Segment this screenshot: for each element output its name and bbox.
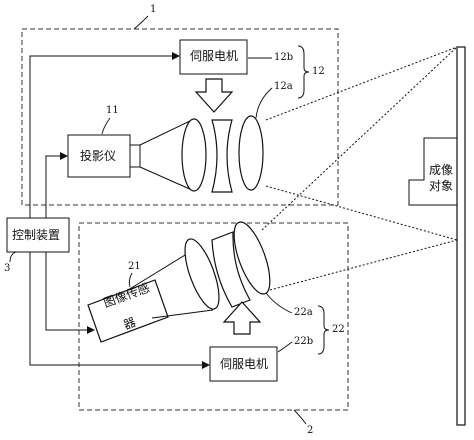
servo-bottom-drive-arrow (222, 301, 262, 335)
projector-beam-upper (139, 119, 193, 146)
image-sensor-box (87, 279, 169, 343)
ref-controller: 3 (4, 263, 11, 274)
controller-box (6, 217, 70, 253)
link-controller-projector (45, 152, 68, 218)
projection-screen (456, 46, 466, 426)
ref-unit2: 2 (307, 425, 314, 436)
leader-lens-bottom (265, 292, 293, 314)
lens-top-convex-left (181, 118, 207, 192)
servo-top-drive-arrow (194, 78, 234, 113)
leader-projector (101, 117, 111, 135)
ref-unit1: 1 (150, 4, 157, 15)
lens-bottom-convex-left (184, 238, 220, 310)
leader-unit2 (293, 409, 307, 425)
servo-bottom-label: 伺服电机 (220, 357, 269, 371)
sensor-body-upper (127, 251, 191, 291)
lens-top-convex-right (238, 115, 264, 191)
leader-controller (9, 251, 17, 263)
leader-unit1 (133, 15, 149, 30)
group22-brace (317, 305, 330, 355)
leader-lines (9, 15, 307, 425)
lens-bottom-concave-center (211, 231, 251, 308)
projector-label: 投影仪 (80, 149, 117, 163)
ref-sensor: 21 (128, 261, 141, 272)
ref-projector: 11 (106, 105, 119, 116)
lens-group-top (181, 115, 264, 193)
ref-group-top: 12 (312, 66, 325, 77)
ref-lens-top: 12a (274, 81, 293, 92)
imaging-object-outline (408, 137, 457, 206)
unit2-dashed-boundary (78, 222, 349, 411)
link-controller-sensor (45, 252, 95, 334)
leader-servo-bottom (277, 341, 293, 353)
group12-brace (297, 45, 310, 99)
sensor-body-lower (151, 309, 214, 319)
projector-nozzle (129, 144, 141, 168)
projector-beam-lower (139, 166, 193, 191)
link-controller-servo-bottom (29, 252, 210, 369)
lens-group-bottom (184, 221, 271, 310)
ref-lens-bottom: 22a (294, 307, 313, 318)
leader-lens-top (255, 87, 273, 119)
unit1-dashed-boundary (21, 28, 339, 206)
projector-box (67, 134, 131, 178)
leader-sensor (128, 272, 133, 288)
servo-motor-top-box (179, 39, 248, 75)
ref-group-bottom: 22 (332, 324, 345, 335)
control-connections (29, 52, 210, 369)
servo-motor-bottom-box (209, 346, 278, 382)
object-label-line2: 对象 (429, 179, 454, 193)
servo-top-label: 伺服电机 (190, 49, 239, 63)
ref-servo-top: 12b (274, 52, 294, 63)
object-label-line1: 成像 (429, 163, 454, 177)
lens-bottom-convex-right (233, 221, 271, 295)
controller-label: 控制装置 (12, 228, 61, 242)
lens-top-concave-center (211, 119, 233, 193)
link-controller-servo-top (29, 52, 180, 218)
projection-rays (261, 46, 458, 291)
ref-servo-bottom: 22b (294, 336, 314, 347)
